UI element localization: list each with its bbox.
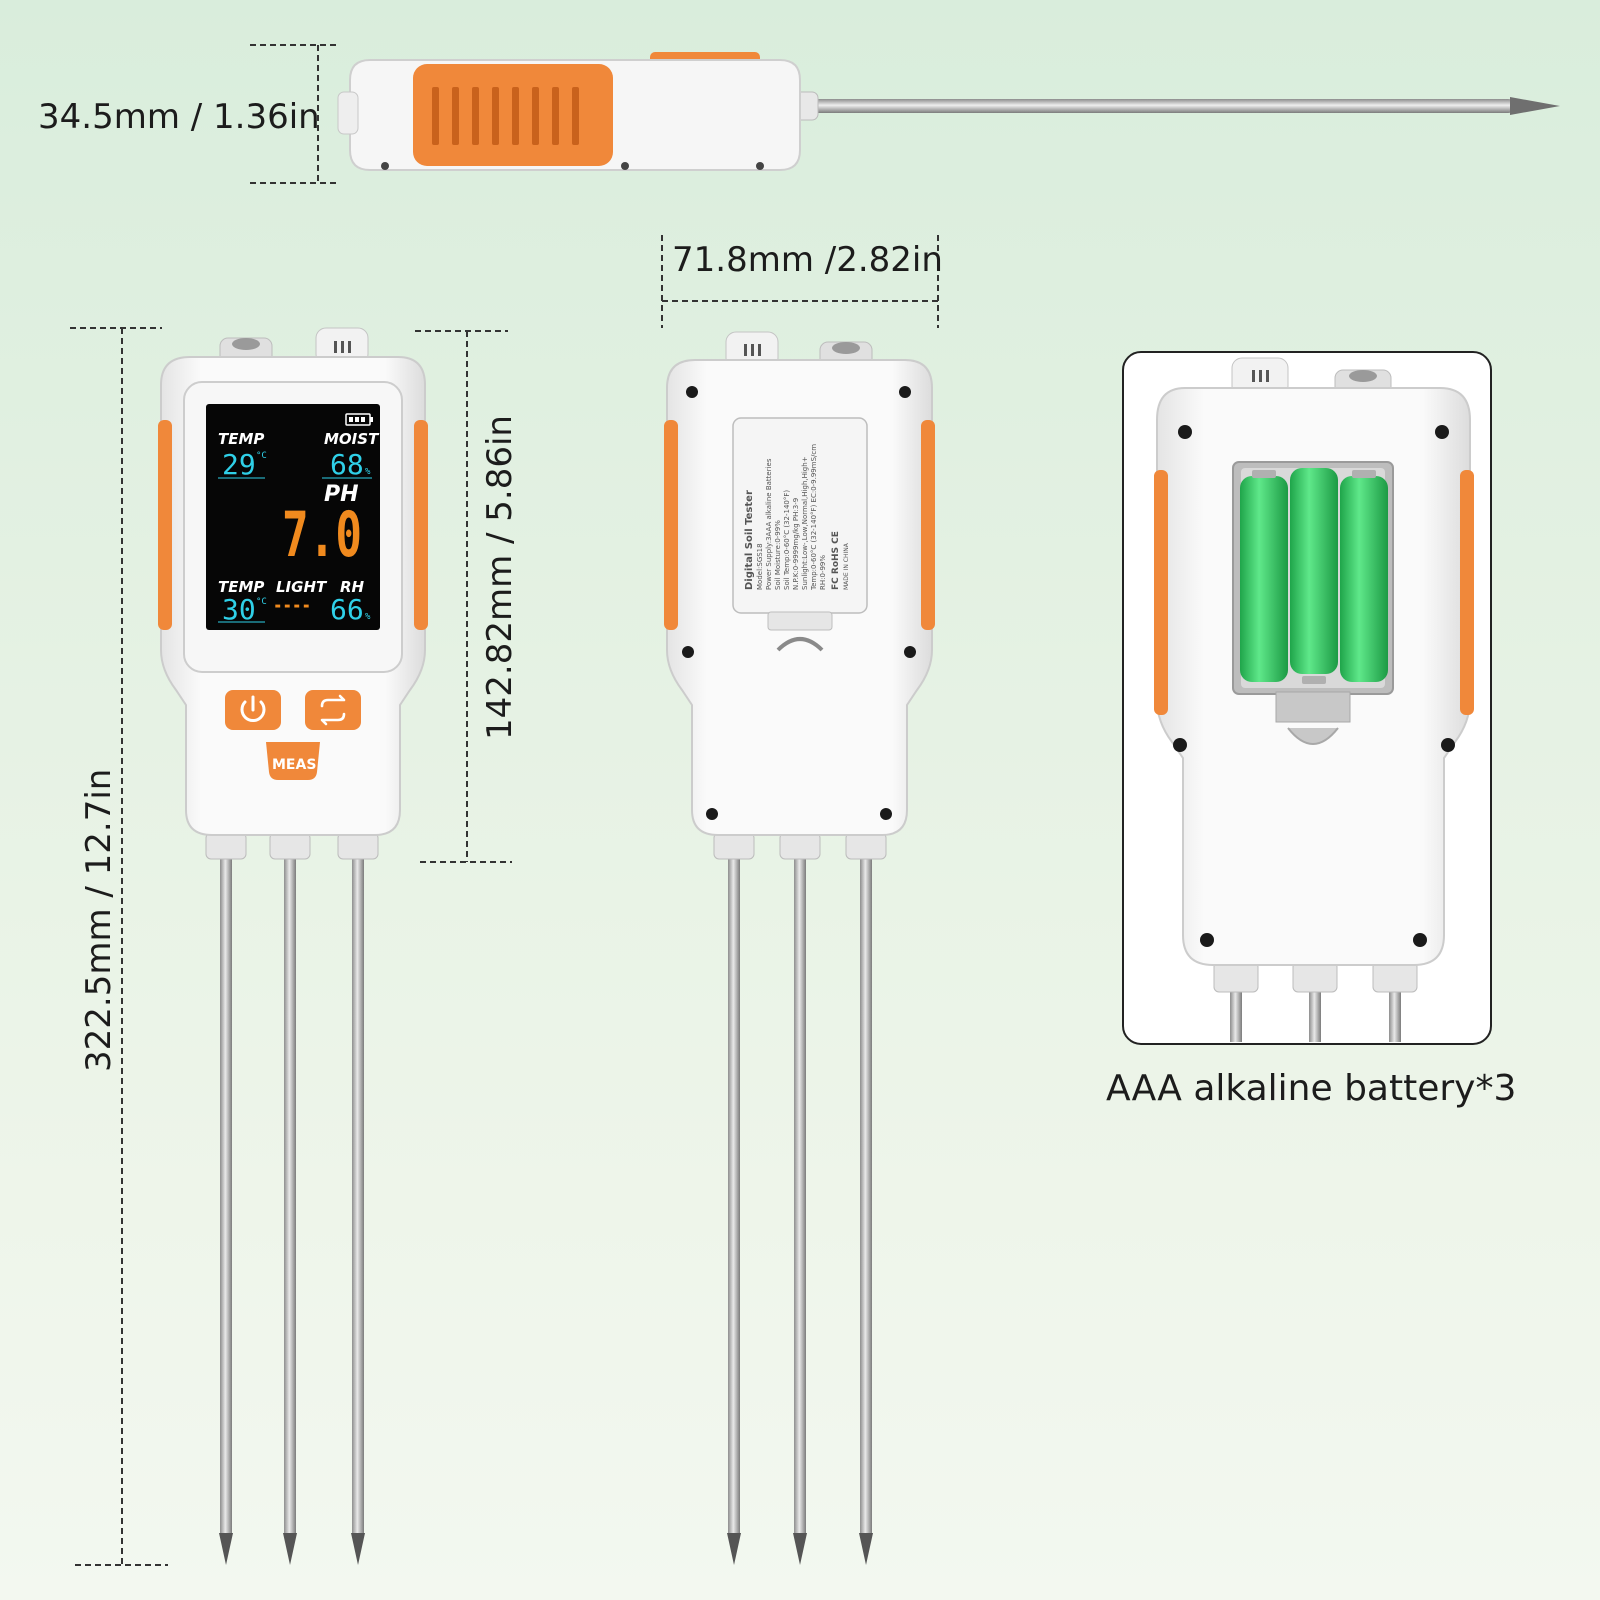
back-label-title: Digital Soil Tester	[744, 490, 755, 590]
total-length-label: 322.5mm / 12.7in	[79, 769, 119, 1072]
back-view-device: 71.8mm /2.82in	[661, 235, 943, 1565]
back-label-line-3: Soil Temp:0-60°C (32-140°F)	[783, 490, 791, 590]
lcd-soil-temp-value: 29	[222, 448, 256, 481]
lcd-light-value: ----	[273, 593, 311, 617]
back-label-line-4: N.P.K:0-9999mg/kg PH:3-9	[792, 498, 800, 590]
back-label-marks: FC RoHS CE	[831, 531, 841, 590]
lcd-moist-label: MOIST	[324, 430, 380, 448]
side-grip-ribs	[432, 87, 579, 145]
front-side-grip-left	[158, 420, 172, 630]
back-label-line-6: Temp:0-60°C (32-140°F) EC:0-9.99mS/cm	[810, 444, 818, 591]
mode-switch-button[interactable]	[305, 690, 361, 730]
battery-view-panel	[1122, 351, 1492, 1045]
back-label-line-7: RH:0-99%	[819, 555, 827, 590]
cycle-icon	[320, 694, 346, 726]
battery-caption: AAA alkaline battery*3	[1106, 1068, 1516, 1109]
meas-button-label: MEAS	[272, 757, 316, 773]
aaa-battery	[1290, 468, 1338, 684]
aaa-battery	[1340, 470, 1388, 682]
side-view-device: 34.5mm / 1.36in	[38, 44, 1560, 184]
power-button[interactable]	[225, 690, 281, 730]
width-label: 71.8mm /2.82in	[672, 240, 943, 280]
back-label-line-2: Soil Moisture:0-99%	[774, 520, 782, 590]
body-length-label: 142.82mm / 5.86in	[480, 415, 520, 740]
meas-button[interactable]: MEAS	[266, 742, 320, 780]
lcd-soil-temp-label: TEMP	[218, 430, 264, 448]
body-length-dimension	[415, 330, 512, 863]
lcd-rh-value: 66	[330, 593, 364, 626]
back-label-line-0: Model:SGS18	[756, 543, 764, 590]
lcd-moist-unit: %	[365, 467, 371, 477]
front-probes	[219, 855, 365, 1565]
back-spec-label: Digital Soil Tester Model:SGS18 Power Su…	[744, 444, 850, 591]
thickness-label: 34.5mm / 1.36in	[38, 97, 320, 137]
side-probe-tip	[1510, 97, 1560, 115]
total-length-dimension	[70, 327, 168, 1566]
lcd-soil-temp-unit: °C	[256, 451, 267, 461]
lcd-air-temp-unit: °C	[256, 597, 267, 607]
thickness-dimension	[250, 44, 340, 184]
back-label-line-1: Power Supply:3AAA alkaline Batteries	[765, 458, 773, 590]
aaa-battery	[1240, 470, 1288, 682]
lcd-air-temp-value: 30	[222, 593, 256, 626]
lcd-ph-value: 7.0	[282, 498, 362, 571]
front-side-grip-right	[414, 420, 428, 630]
side-probe-rod	[800, 99, 1515, 113]
lcd-screen	[206, 404, 380, 630]
lcd-moist-value: 68	[330, 448, 364, 481]
back-screws	[682, 386, 916, 820]
back-label-line-5: Sunlight:Low-,Low,Normal,High,High+	[801, 456, 809, 590]
lcd-ph-label: PH	[324, 482, 359, 507]
battery-level-icon	[345, 413, 373, 426]
lcd-rh-label: RH	[340, 578, 365, 596]
front-view-device: 322.5mm / 12.7in 142.82mm / 5.86in	[70, 327, 520, 1566]
back-label-made-in: MADE IN CHINA	[843, 542, 850, 590]
power-icon	[240, 695, 266, 722]
back-probes	[727, 855, 873, 1565]
width-dimension	[661, 235, 939, 328]
lcd-rh-unit: %	[365, 612, 371, 622]
lcd-light-label: LIGHT	[276, 578, 328, 596]
lcd-air-temp-label: TEMP	[218, 578, 264, 596]
